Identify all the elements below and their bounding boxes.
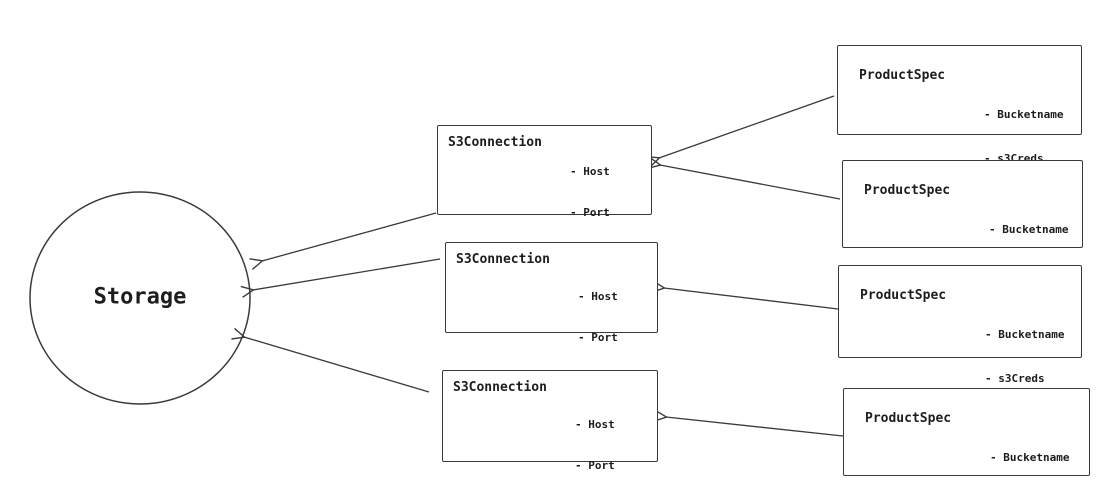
arrow-s3connection1-to-storage xyxy=(249,212,437,270)
attribute-bucketname: - Bucketname xyxy=(985,328,1065,341)
arrow-productspec2-to-s3connection1 xyxy=(647,156,841,200)
arrow-productspec3-to-s3connection2 xyxy=(651,280,839,310)
attribute-bucketname: - Bucketname xyxy=(989,223,1069,236)
attribute-bucketname: - Bucketname xyxy=(984,108,1064,121)
attribute-host: - Host xyxy=(570,165,610,178)
s3connection-attributes: - Host - Port - TLS xyxy=(575,391,615,493)
s3connection-box-3: S3Connection - Host - Port - TLS xyxy=(442,370,658,472)
attribute-bucketname: - Bucketname xyxy=(990,451,1070,464)
attribute-port: - Port xyxy=(578,330,618,344)
attribute-s3creds: - s3Creds xyxy=(985,371,1045,385)
storage-circle xyxy=(29,191,251,405)
s3connection-title: S3Connection xyxy=(448,135,542,150)
productspec-attributes: - Bucketname - s3Creds xyxy=(985,299,1064,415)
s3connection-box-2: S3Connection - Host - Port - TLS xyxy=(445,242,658,384)
productspec-box-1: ProductSpec - Bucketname - s3Creds xyxy=(837,45,1082,165)
arrow-s3connection3-to-storage xyxy=(231,327,430,393)
attribute-port: - Port xyxy=(575,458,615,472)
productspec-box-3: ProductSpec - Bucketname - s3Creds xyxy=(838,265,1082,385)
productspec-attributes: - Bucketname - s3Creds xyxy=(990,422,1069,493)
storage-node-label: Storage xyxy=(93,284,187,310)
productspec-title: ProductSpec xyxy=(864,183,951,198)
attribute-host: - Host xyxy=(575,418,615,431)
s3connection-box-1: S3Connection - Host - Port - TLS xyxy=(437,125,652,259)
attribute-port: - Port xyxy=(570,205,610,219)
s3connection-title: S3Connection xyxy=(453,380,547,395)
arrow-productspec1-to-s3connection1 xyxy=(646,95,835,168)
arrow-s3connection2-to-storage xyxy=(240,258,441,298)
arrow-productspec4-to-s3connection3 xyxy=(653,409,844,437)
productspec-title: ProductSpec xyxy=(860,288,947,303)
productspec-box-4: ProductSpec - Bucketname - s3Creds xyxy=(843,388,1090,476)
productspec-title: ProductSpec xyxy=(865,411,952,426)
productspec-title: ProductSpec xyxy=(859,68,946,83)
productspec-box-2: ProductSpec - Bucketname - s3Creds xyxy=(842,160,1083,280)
attribute-host: - Host xyxy=(578,290,618,303)
s3connection-title: S3Connection xyxy=(456,252,550,267)
